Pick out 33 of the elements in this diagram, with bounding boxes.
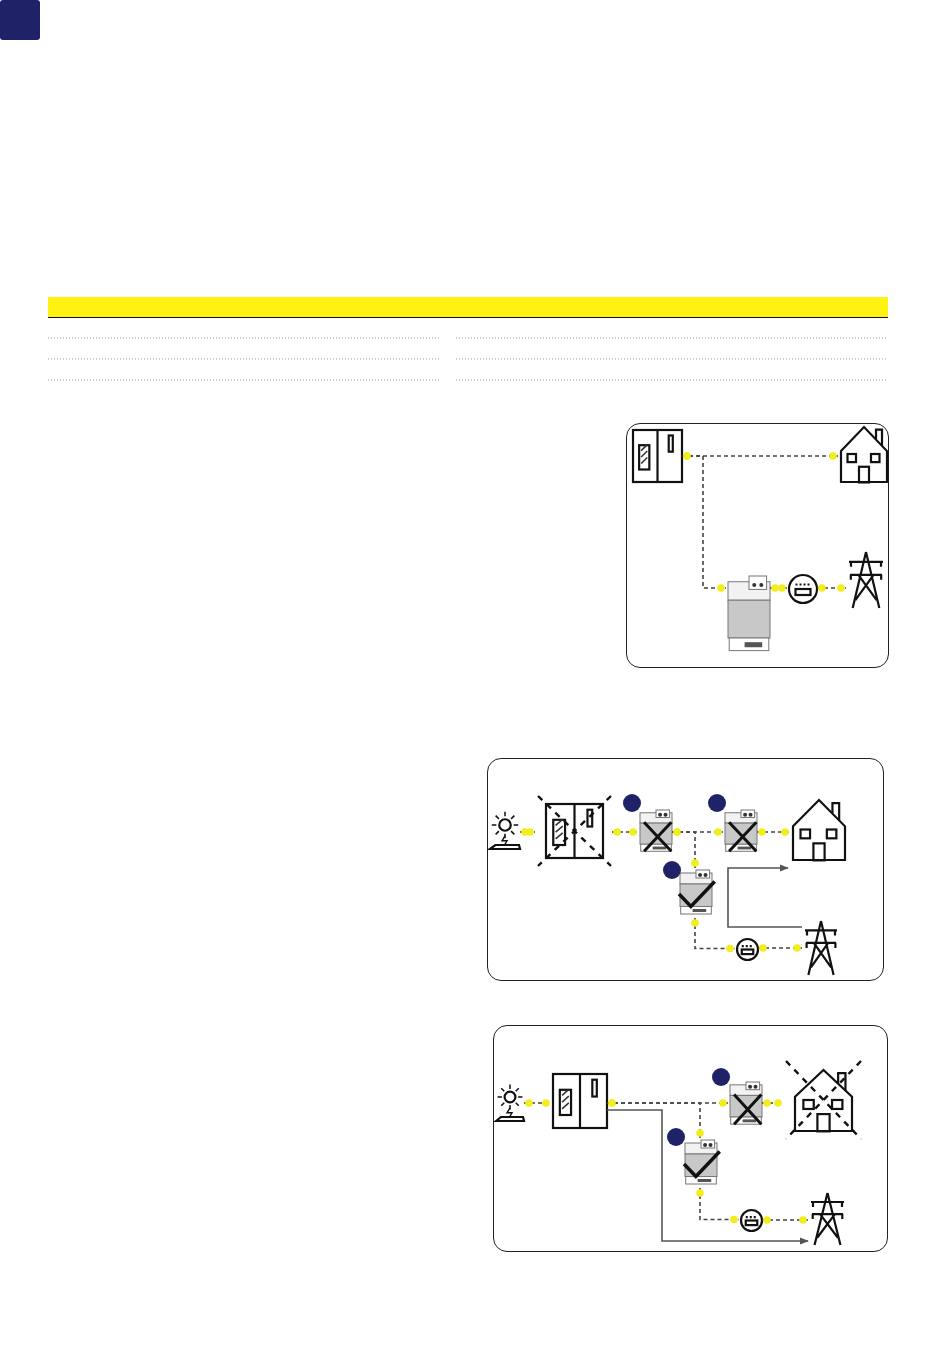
dashed-connector	[671, 828, 699, 869]
house-icon	[839, 425, 889, 483]
house-icon	[784, 1059, 863, 1141]
battery-cabinet-icon	[632, 429, 683, 483]
dashed-connector	[769, 584, 788, 592]
dashed-connector	[761, 1216, 809, 1224]
dashed-connector	[611, 828, 639, 836]
solar-panel-icon	[489, 811, 521, 851]
energy-meter-icon	[788, 574, 818, 604]
diagram-panel	[487, 758, 884, 981]
solar-panel-icon	[495, 1083, 525, 1123]
flow-arrow	[606, 1109, 809, 1245]
power-pylon-icon	[803, 919, 839, 976]
energy-meter-icon	[736, 938, 759, 961]
battery-cabinet-icon	[536, 794, 613, 868]
energy-meter-icon	[740, 1209, 763, 1232]
diagram-panel	[493, 1025, 888, 1252]
dashed-connector	[691, 917, 736, 953]
flow-arrow	[727, 864, 803, 928]
dashed-connector	[756, 828, 791, 836]
house-icon	[791, 798, 847, 861]
dashed-connector	[696, 1187, 740, 1224]
dashed-connector	[519, 828, 536, 836]
diagram-panel	[626, 423, 889, 668]
battery-cabinet-icon	[552, 1073, 608, 1129]
dashed-connector	[606, 1099, 704, 1139]
dashed-connector	[816, 584, 847, 592]
dashed-connector	[523, 1099, 552, 1107]
dashed-connector	[681, 452, 727, 592]
dashed-connector	[757, 944, 803, 952]
power-pylon-icon	[847, 550, 885, 609]
power-pylon-icon	[809, 1191, 846, 1246]
dashed-connector	[761, 1099, 784, 1107]
